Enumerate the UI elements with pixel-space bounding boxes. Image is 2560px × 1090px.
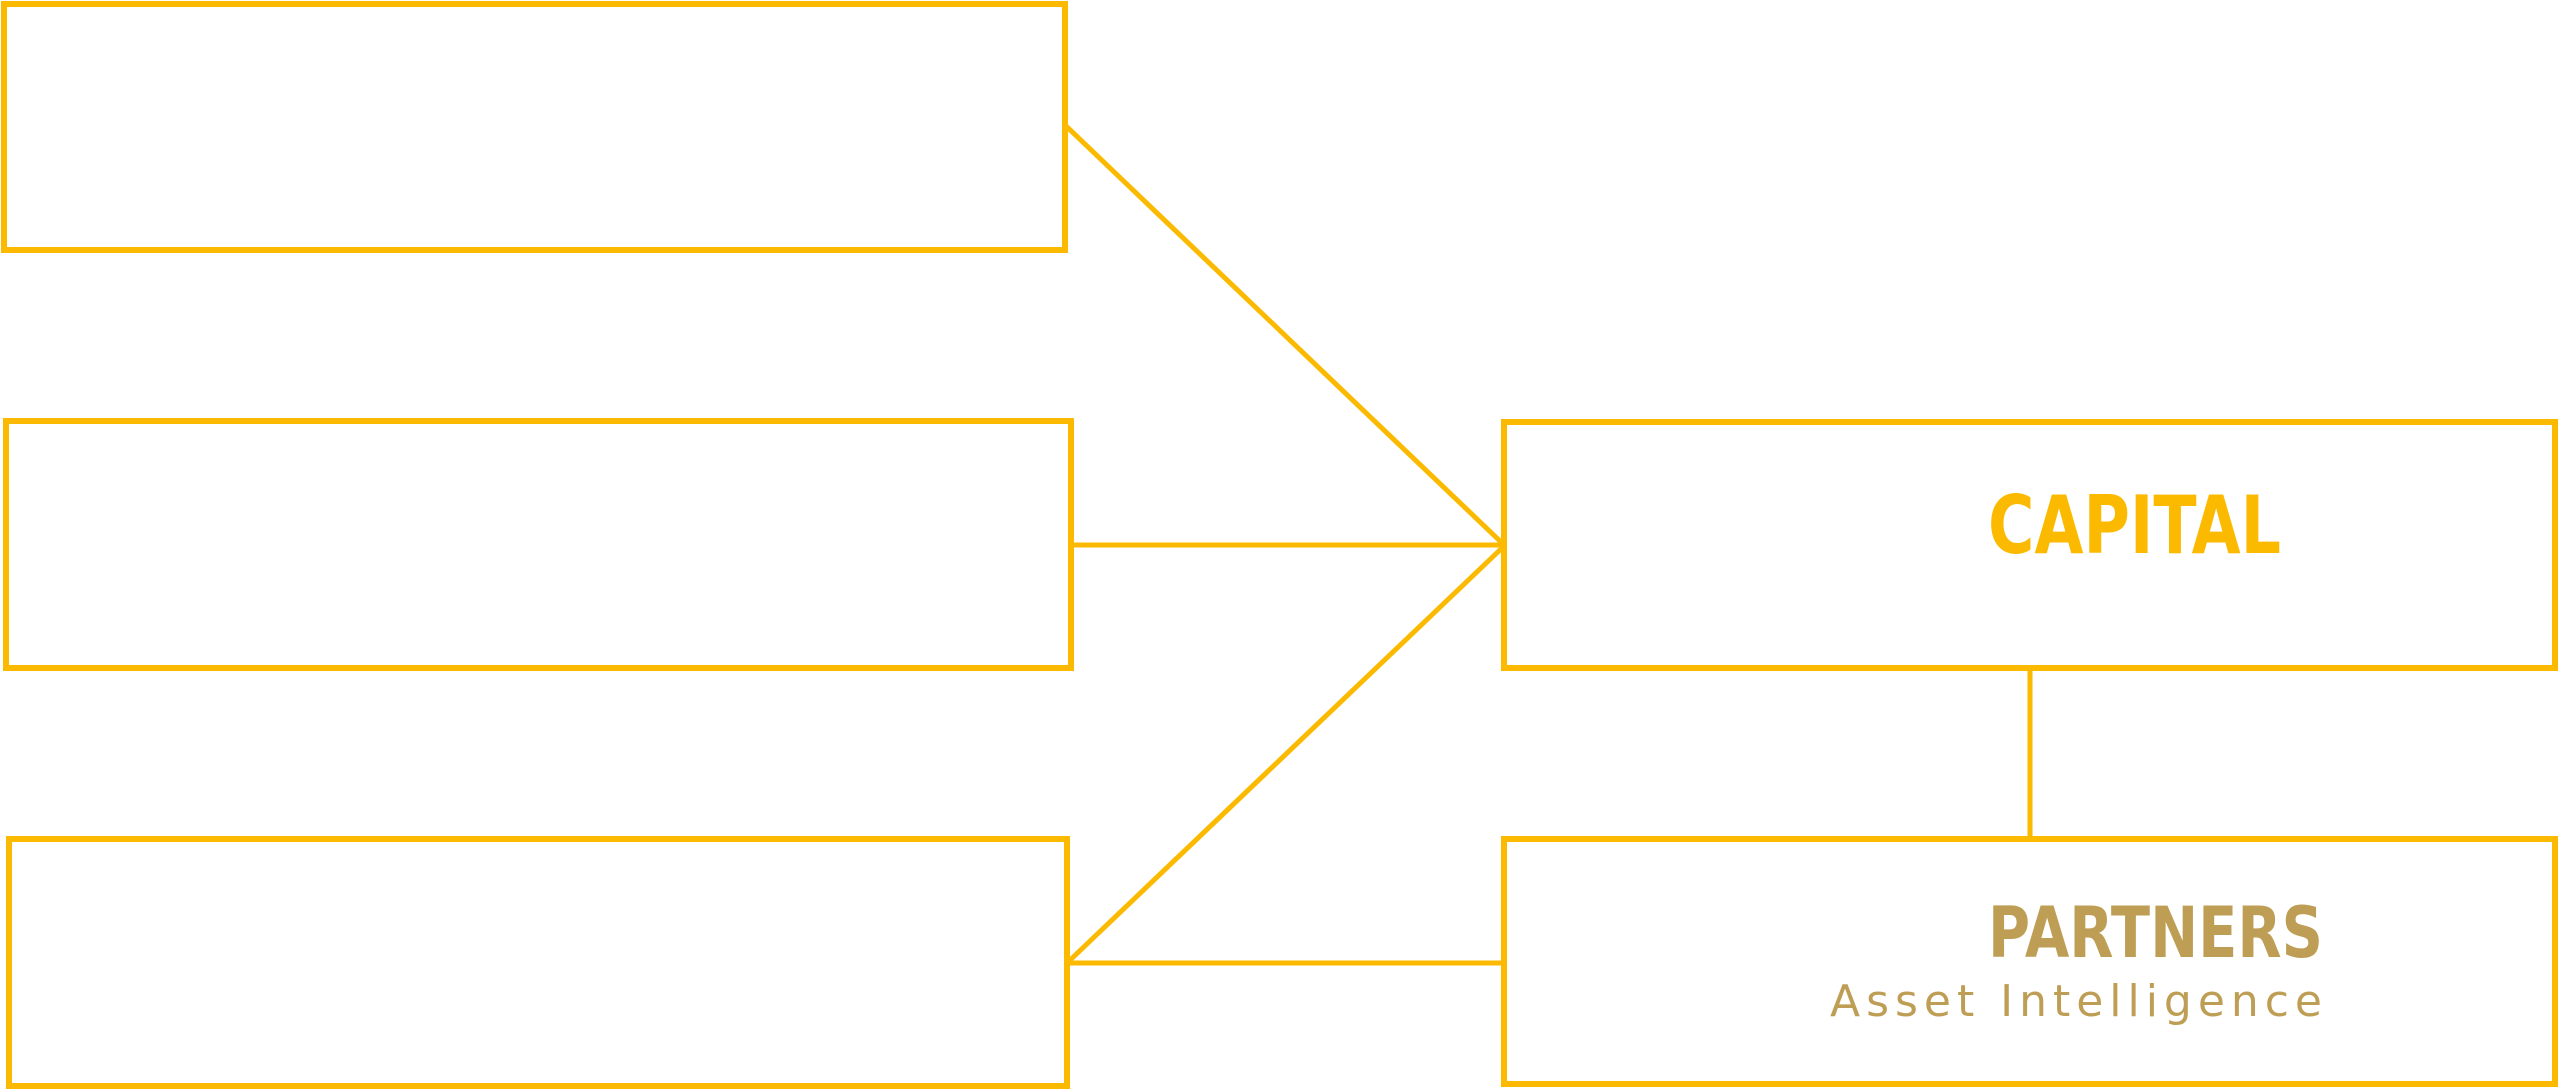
capital-box [1501,419,2558,671]
partners-box [1501,836,2558,1087]
partners-label: PARTNERS [1988,892,2323,974]
empty-box-bottom [6,836,1070,1089]
partners-tagline: Asset Intelligence [1830,976,2322,1027]
connector-left-1-to-capital [1063,123,1504,545]
empty-box-top [1,1,1068,253]
empty-box-middle [3,418,1074,671]
connector-left-3-to-capital [1065,546,1504,965]
capital-label: CAPITAL [1988,479,2281,572]
